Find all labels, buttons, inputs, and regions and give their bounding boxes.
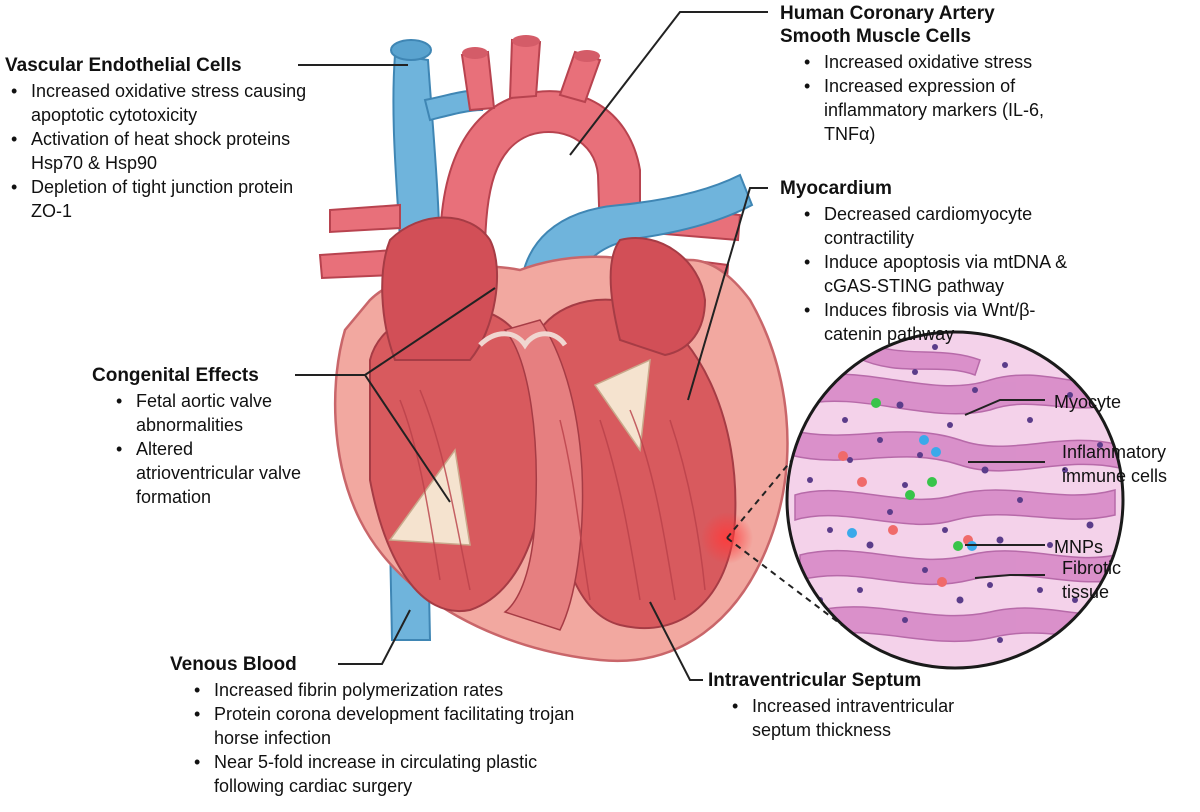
coronary-item-2: Increased expression of inflammatory mar…	[798, 74, 1099, 146]
coronary-pointer	[569, 11, 768, 156]
myocardium-pointer	[687, 187, 768, 401]
congenital-item-1: Fetal aortic valve abnormalities	[110, 389, 316, 437]
septum-pointer	[649, 601, 703, 681]
venous-list: Increased fibrin polymerization rates Pr…	[188, 678, 590, 798]
myocyte-pointer	[964, 399, 1045, 416]
venous-item-3: Near 5-fold increase in circulating plas…	[188, 750, 594, 798]
venous-item-1: Increased fibrin polymerization rates	[188, 678, 594, 702]
inflammatory-label-line2: immune cells	[1062, 466, 1168, 486]
inflammatory-label-line1: Inflammatory	[1062, 442, 1167, 462]
aorta-branch-1	[460, 50, 496, 112]
myocyte-label: Myocyte	[1054, 392, 1122, 412]
venous-item-2: Protein corona development facilitating …	[188, 702, 594, 750]
septum-list: Increased intraventricular septum thickn…	[726, 694, 1008, 742]
coronary-block: Human Coronary Artery Smooth Muscle Cell…	[780, 2, 1100, 146]
myocardium-heading: Myocardium	[780, 178, 892, 199]
aorta	[438, 90, 641, 257]
septum-item-1: Increased intraventricular septum thickn…	[726, 694, 987, 742]
congenital-pointer-b	[364, 374, 451, 503]
myocardium-item-2: Induce apoptosis via mtDNA & cGAS-STING …	[798, 250, 1089, 298]
congenital-heading: Congenital Effects	[92, 365, 259, 386]
aorta-branch-3	[558, 50, 602, 104]
congenital-block: Congenital Effects Fetal aortic valve ab…	[92, 364, 322, 509]
septum	[503, 319, 584, 631]
vascular-item-1: Increased oxidative stress causing apopt…	[5, 79, 321, 127]
coronary-heading-line2: Smooth Muscle Cells	[780, 26, 972, 47]
venous-block: Venous Blood Increased fibrin polymeriza…	[170, 653, 590, 798]
mnps-label: MNPs	[1054, 537, 1103, 557]
coronary-list: Increased oxidative stress Increased exp…	[798, 50, 1100, 146]
right-atrium	[381, 216, 499, 361]
congenital-item-2: Altered atrioventricular valve formation	[110, 437, 316, 509]
myocardium-item-1: Decreased cardiomyocyte contractility	[798, 202, 1089, 250]
congenital-list: Fetal aortic valve abnormalities Altered…	[110, 389, 322, 509]
fibrotic-pointer	[974, 574, 1045, 579]
myocardium-block: Myocardium Decreased cardiomyocyte contr…	[780, 177, 1110, 346]
vascular-item-3: Depletion of tight junction protein ZO-1	[5, 175, 321, 223]
fibrotic-label-line2: tissue	[1062, 582, 1110, 602]
septum-heading: Intraventricular Septum	[708, 670, 922, 691]
left-atrium	[609, 237, 707, 357]
myocardium-list: Decreased cardiomyocyte contractility In…	[798, 202, 1110, 346]
vascular-list: Increased oxidative stress causing apopt…	[5, 79, 345, 223]
vascular-item-2: Activation of heat shock proteins Hsp70 …	[5, 127, 321, 175]
vena-cava-opening	[390, 39, 432, 61]
aorta-branch-2	[508, 38, 542, 100]
tricuspid-valve	[388, 448, 471, 546]
coronary-heading-line1: Human Coronary Artery	[780, 3, 995, 24]
venous-pointer	[338, 609, 411, 665]
coronary-item-1: Increased oxidative stress	[798, 50, 1099, 74]
vascular-heading: Vascular Endothelial Cells	[5, 55, 242, 76]
septum-block: Intraventricular Septum Increased intrav…	[708, 669, 1008, 742]
myocardium-item-3: Induces fibrosis via Wnt/β-catenin pathw…	[798, 298, 1089, 346]
venous-heading: Venous Blood	[170, 654, 297, 675]
fibrotic-label-line1: Fibrotic	[1062, 558, 1122, 578]
histology-inset	[787, 332, 1123, 668]
vascular-block: Vascular Endothelial Cells Increased oxi…	[5, 54, 345, 223]
